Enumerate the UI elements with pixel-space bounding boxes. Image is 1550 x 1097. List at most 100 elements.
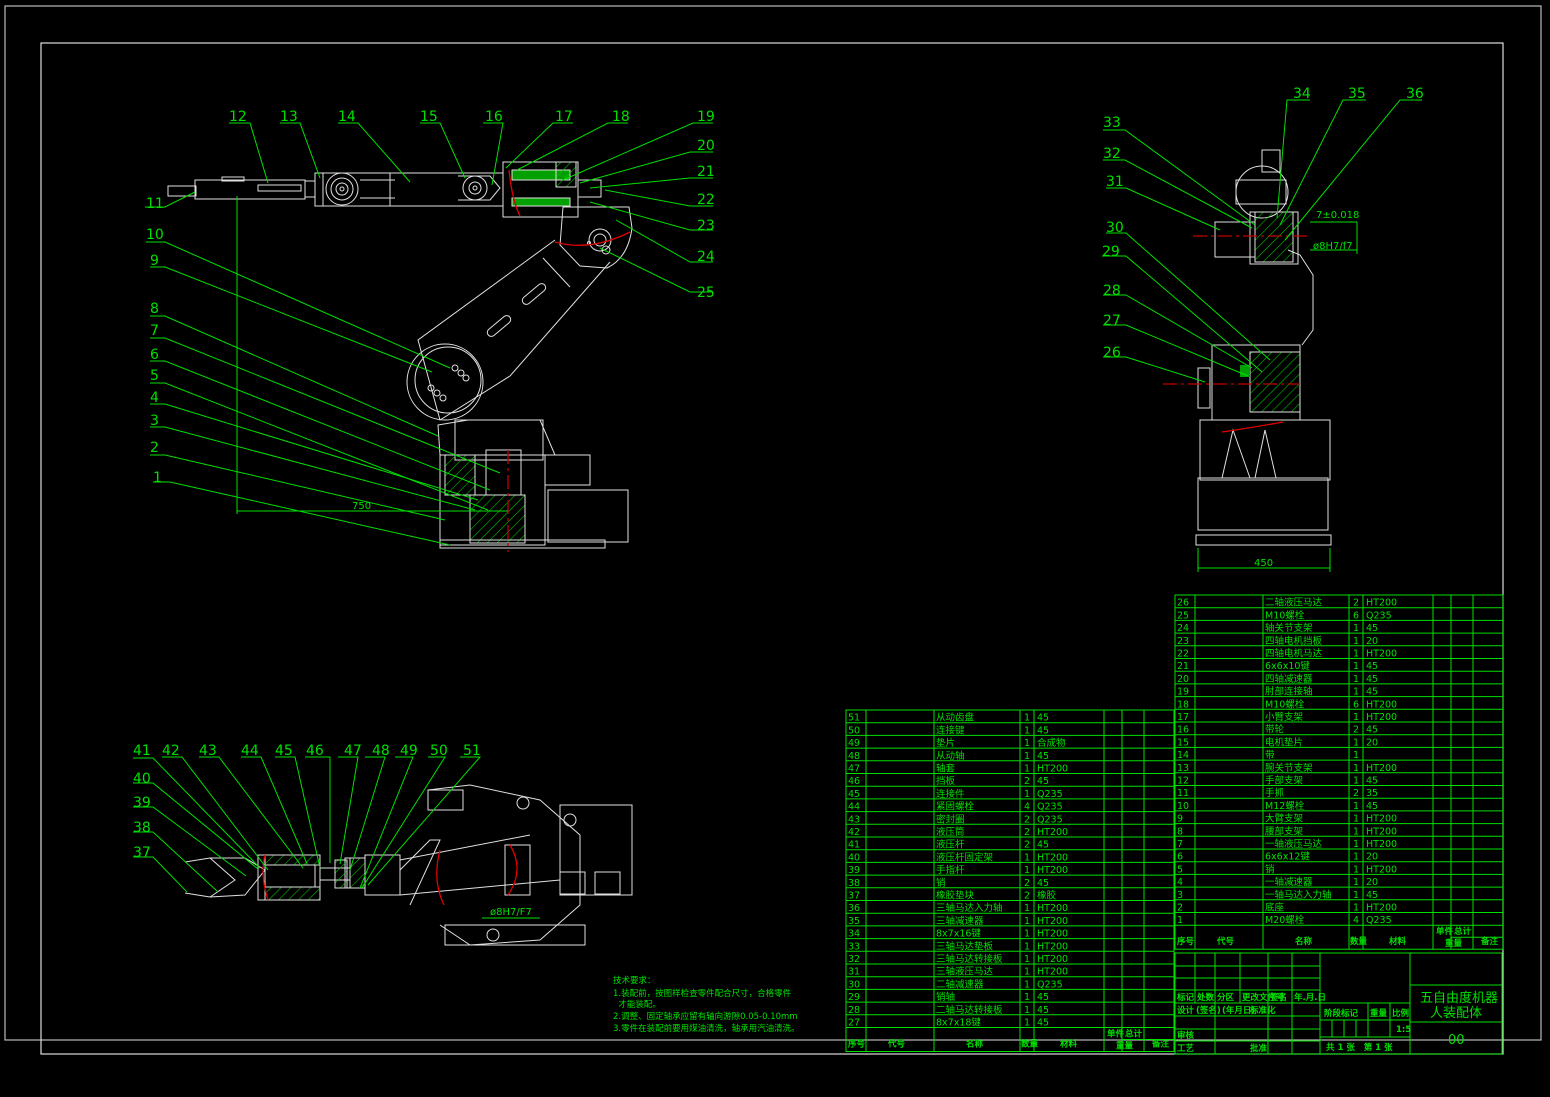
bom-cell-material: HT200	[1037, 865, 1068, 876]
bom-cell-name: 三轴马达转接板	[936, 953, 1003, 965]
bom-cell-no: 22	[1177, 649, 1189, 660]
bom-cell-qty: 1	[1353, 737, 1359, 748]
tb-label: 批准	[1250, 1043, 1268, 1054]
bom-cell-material: 20	[1366, 877, 1378, 888]
bom-header-unit: 单件	[1107, 1029, 1125, 1040]
bom-cell-qty: 1	[1024, 865, 1030, 876]
balloon-label: 23	[697, 218, 715, 234]
bom-cell-no: 6	[1177, 852, 1183, 863]
balloon-label: 47	[344, 743, 362, 759]
tb-label: 审核	[1177, 1030, 1195, 1041]
tech-req-line: 2.调整、固定轴承应留有轴向游隙0.05-0.10mm	[613, 1011, 798, 1022]
bom-cell-qty: 1	[1024, 713, 1030, 724]
bom-cell-qty: 1	[1024, 751, 1030, 762]
bom-cell-no: 51	[848, 713, 860, 724]
balloon-label: 45	[275, 743, 293, 759]
bom-cell-material: HT200	[1366, 649, 1397, 660]
bom-cell-name: M12螺栓	[1265, 800, 1305, 812]
bom-cell-qty: 1	[1353, 712, 1359, 723]
bom-cell-no: 1	[1177, 915, 1183, 926]
bom-cell-name: 手部支架	[1265, 775, 1304, 787]
forearm-block	[502, 161, 602, 218]
tb-label: 重量	[1370, 1008, 1388, 1019]
balloon-label: 43	[199, 743, 217, 759]
balloon-label: 24	[697, 249, 715, 265]
bom-cell-name: 四轴电机马达	[1265, 648, 1323, 660]
balloon-label: 11	[146, 196, 164, 212]
bom-cell-material: Q235	[1366, 915, 1392, 926]
bom-cell-name: 轴套	[936, 763, 956, 775]
tb-header: 标记	[1176, 992, 1195, 1003]
bom-cell-no: 31	[848, 967, 860, 978]
bom-cell-name: 6x6x12键	[1265, 851, 1310, 863]
bom-cell-name: 8x7x16键	[936, 928, 981, 940]
bom-cell-name: 二轴液压马达	[1265, 597, 1323, 609]
balloon-label: 30	[1106, 220, 1124, 236]
bom-cell-material: 20	[1366, 636, 1378, 647]
bom-cell-no: 16	[1177, 725, 1189, 736]
bom-cell-qty: 1	[1024, 941, 1030, 952]
bom-cell-material: HT200	[1037, 929, 1068, 940]
bom-cell-material: 20	[1366, 737, 1378, 748]
bom-cell-name: 三轴马达垫板	[936, 940, 994, 952]
bom-cell-qty: 1	[1353, 903, 1359, 914]
bom-cell-material: 45	[1037, 1018, 1049, 1029]
side-view: 450 7±0.018 ø8H7/f7 26 27 28 29 30	[1102, 86, 1424, 572]
drawing-title-line1: 五自由度机器	[1420, 990, 1498, 1006]
bom-cell-qty: 1	[1024, 903, 1030, 914]
base-width-dimension: 450	[1254, 558, 1273, 569]
balloon-label: 44	[241, 743, 259, 759]
bom-header-total: 总计	[1454, 926, 1472, 937]
bom-cell-material: HT200	[1366, 814, 1397, 825]
bom-cell-no: 10	[1177, 801, 1189, 812]
bom-cell-name: 带轮	[1265, 724, 1285, 736]
bom-cell-material: HT200	[1366, 903, 1397, 914]
balloon-label: 48	[372, 743, 390, 759]
balloon-label: 2	[150, 440, 159, 456]
bom-cell-no: 46	[848, 776, 860, 787]
tb-row: (年月日)	[1222, 1005, 1255, 1016]
bom-cell-qty: 1	[1024, 852, 1030, 863]
scale-value: 1:5	[1396, 1025, 1411, 1035]
bom-cell-name: 二轴减速器	[936, 978, 984, 990]
tolerance-dimension: 7±0.018	[1316, 210, 1359, 221]
bom-cell-qty: 1	[1024, 1018, 1030, 1029]
bom-cell-qty: 1	[1353, 763, 1359, 774]
front-view: 750	[145, 109, 715, 552]
bom-cell-material: 45	[1037, 725, 1049, 736]
bom-cell-no: 4	[1177, 877, 1183, 888]
bom-cell-no: 34	[848, 929, 860, 940]
balloon-label: 49	[400, 743, 418, 759]
balloon-label: 50	[430, 743, 448, 759]
bom-cell-material: 35	[1366, 788, 1378, 799]
balloon-label: 22	[697, 192, 715, 208]
bom-header-name: 名称	[1295, 936, 1313, 947]
balloon-labels-side: 26 27 28 29 30 31 32 33 34 35 36	[1102, 86, 1424, 361]
bom-cell-qty: 2	[1024, 776, 1030, 787]
balloon-label: 20	[697, 138, 715, 154]
bom-cell-qty: 1	[1024, 764, 1030, 775]
bom-cell-qty: 1	[1353, 890, 1359, 901]
elbow-joint	[554, 206, 633, 269]
balloon-label: 12	[229, 109, 247, 125]
bom-cell-qty: 1	[1024, 992, 1030, 1003]
bom-cell-name: 四轴减速器	[1265, 673, 1313, 685]
bom-cell-no: 8	[1177, 826, 1183, 837]
balloon-label: 35	[1348, 86, 1366, 102]
bom-cell-qty: 1	[1353, 852, 1359, 863]
bom-cell-no: 23	[1177, 636, 1189, 647]
bom-header-unit: 单件	[1436, 926, 1454, 937]
bom-cell-no: 48	[848, 751, 860, 762]
